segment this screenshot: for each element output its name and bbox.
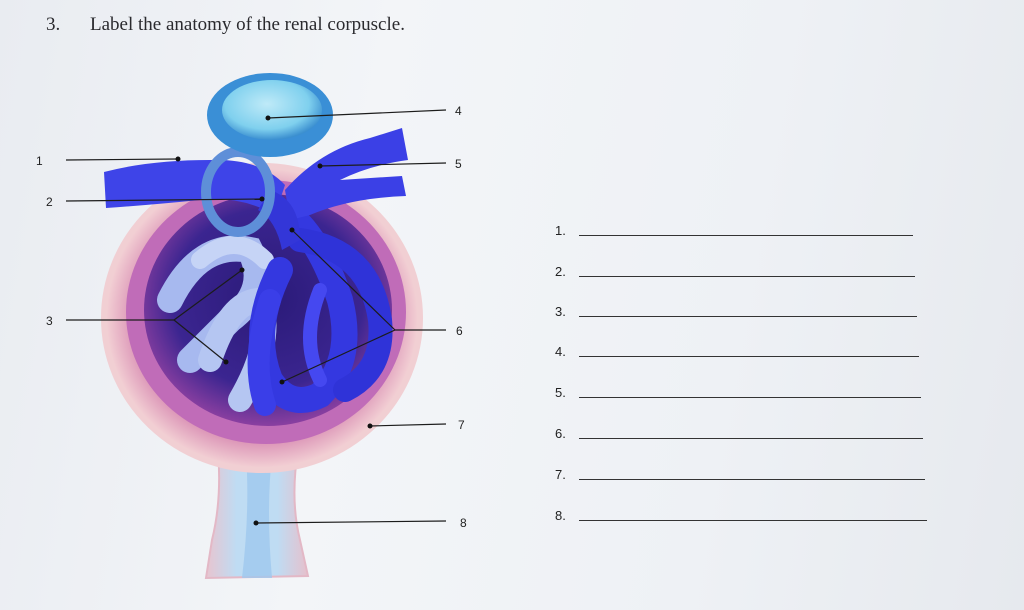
answer-row-7: 7. [555,464,927,484]
answer-row-4: 4. [555,341,921,361]
answer-row-1: 1. [555,220,915,240]
callout-4: 4 [455,104,462,118]
answer-number: 5. [555,385,566,400]
afferent-arteriole [104,159,285,215]
tubule-lumen [242,455,272,578]
answer-number: 6. [555,426,566,441]
answer-number: 8. [555,508,566,523]
leader-line-3a [173,269,243,321]
callout-6: 6 [456,324,463,338]
answer-blank-7[interactable] [579,479,925,480]
answer-number: 2. [555,264,566,279]
leader-line-8 [255,520,447,524]
leader-line-2 [65,198,263,202]
callout-8: 8 [460,516,467,530]
callout-2: 2 [46,195,53,209]
leader-line-6b [281,329,396,383]
leader-line-6a [291,229,396,331]
callout-3: 3 [46,314,53,328]
leader-line-4 [267,109,447,119]
answer-blank-4[interactable] [579,356,919,357]
question-number: 3. [46,14,61,35]
question-heading: 3. Label the anatomy of the renal corpusc… [46,14,405,36]
answer-blank-1[interactable] [579,235,913,236]
answer-blank-2[interactable] [579,276,915,277]
answer-number: 4. [555,344,566,359]
answer-number: 7. [555,467,566,482]
leader-line-1 [65,158,179,161]
juxtaglomerular-ring [201,147,275,237]
answer-blank-5[interactable] [579,397,921,398]
answer-row-8: 8. [555,505,929,525]
callout-7: 7 [458,418,465,432]
question-text: Label the anatomy of the renal corpuscle… [90,14,405,35]
macula-densa [222,80,322,140]
leader-line-7 [369,423,447,427]
answer-row-6: 6. [555,423,925,443]
answer-blank-8[interactable] [579,520,927,521]
answer-blank-6[interactable] [579,438,923,439]
answer-row-2: 2. [555,261,917,281]
answer-blank-3[interactable] [579,316,917,317]
answer-row-3: 3. [555,301,919,321]
answer-number: 1. [555,223,566,238]
leader-line-5 [319,162,447,167]
callout-1: 1 [36,154,43,168]
answer-row-5: 5. [555,382,923,402]
callout-5: 5 [455,157,462,171]
leader-line-3b [173,319,227,363]
answer-number: 3. [555,304,566,319]
efferent-arteriole [285,128,408,220]
